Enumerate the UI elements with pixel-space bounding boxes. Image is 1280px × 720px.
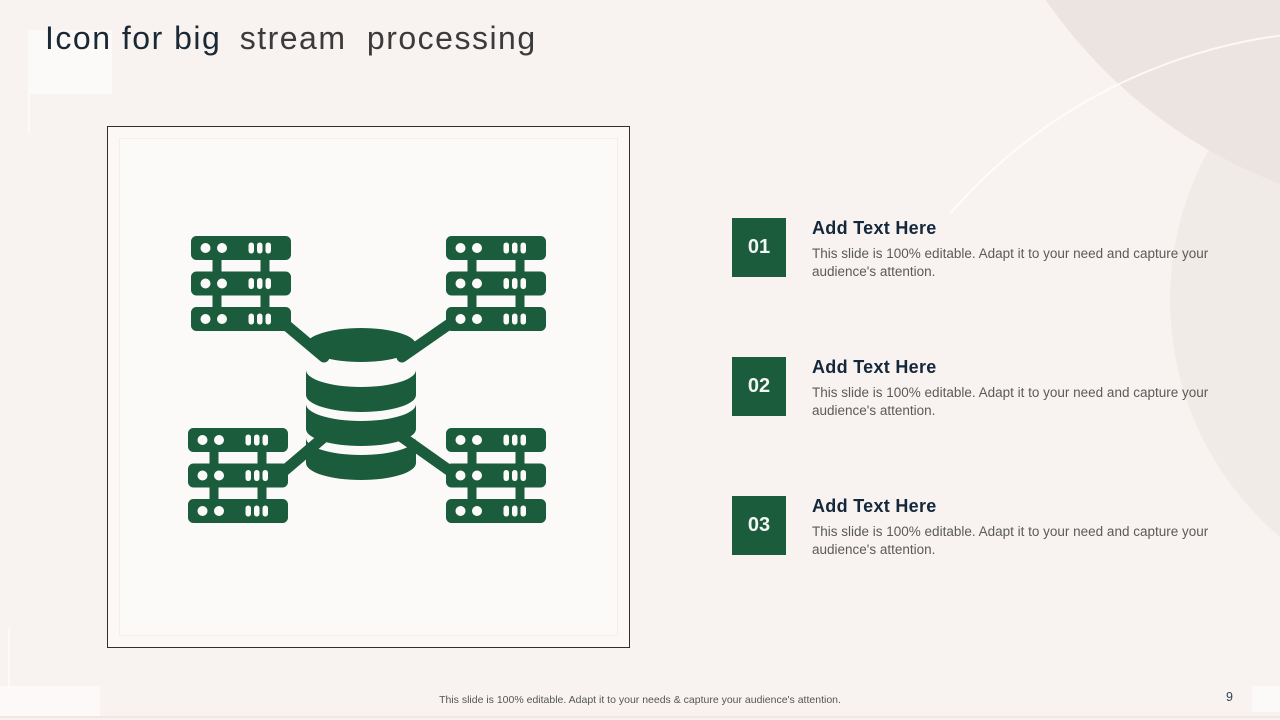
footer-note: This slide is 100% editable. Adapt it to…	[439, 694, 841, 706]
item-row: 03 Add Text Here This slide is 100% edit…	[732, 496, 1214, 559]
item-number-badge: 03	[732, 496, 786, 555]
title-primary-text: Icon for big	[45, 20, 222, 56]
item-number-badge: 01	[732, 218, 786, 277]
item-description: This slide is 100% editable. Adapt it to…	[812, 524, 1209, 557]
item-heading: Add Text Here	[812, 218, 937, 238]
item-heading: Add Text Here	[812, 357, 937, 377]
server-rack-icon	[191, 236, 291, 331]
decor-rect-page-number	[1252, 686, 1280, 712]
item-number: 03	[747, 514, 771, 536]
database-icon	[306, 328, 416, 480]
decor-line-bottom-left	[8, 628, 10, 688]
slide-title: Icon for big stream processing	[45, 20, 537, 57]
item-row: 01 Add Text Here This slide is 100% edit…	[732, 218, 1214, 281]
item-number: 01	[747, 236, 771, 258]
decor-line-top-left	[28, 94, 30, 134]
server-rack-icon	[446, 428, 546, 523]
item-text-block: Add Text Here This slide is 100% editabl…	[812, 357, 1214, 420]
title-secondary-text: stream processing	[239, 20, 537, 56]
item-number-badge: 02	[732, 357, 786, 416]
icon-frame	[107, 126, 630, 648]
item-description: This slide is 100% editable. Adapt it to…	[812, 246, 1209, 279]
decor-rect-top-left	[28, 30, 112, 94]
item-text-block: Add Text Here This slide is 100% editabl…	[812, 496, 1214, 559]
item-text-block: Add Text Here This slide is 100% editabl…	[812, 218, 1214, 281]
page-number: 9	[1226, 690, 1233, 704]
item-heading: Add Text Here	[812, 496, 937, 516]
item-description: This slide is 100% editable. Adapt it to…	[812, 385, 1209, 418]
bottom-divider	[0, 716, 1280, 718]
decor-rect-bottom-left	[0, 686, 100, 716]
item-row: 02 Add Text Here This slide is 100% edit…	[732, 357, 1214, 420]
big-data-stream-processing-icon	[188, 236, 546, 523]
item-number: 02	[747, 375, 771, 397]
server-rack-icon	[188, 428, 288, 523]
server-rack-icon	[446, 236, 546, 331]
